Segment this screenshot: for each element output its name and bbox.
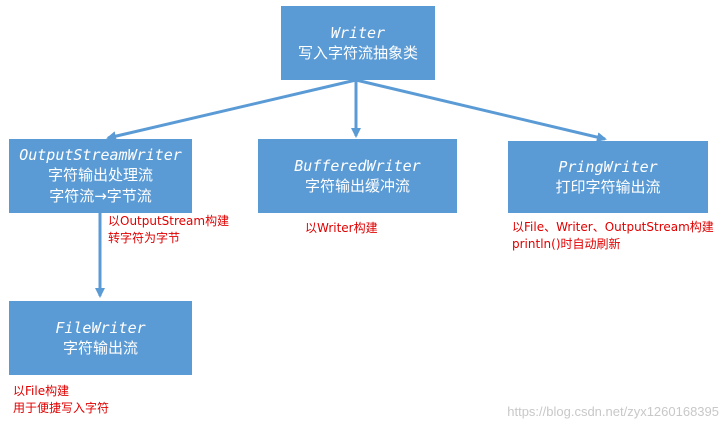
filewriter-note: 以File构建 用于便捷写入字符 [13,383,109,417]
writer-class-name: Writer [330,23,386,42]
bufferedwriter-note-line1: 以Writer构建 [305,221,378,235]
arrow-writer-to-outputstreamwriter [106,78,357,142]
outputstreamwriter-description-line1: 字符输出处理流 [47,166,153,184]
outputstreamwriter-node: OutputStreamWriter 字符输出处理流 字符流→字节流 [9,139,192,213]
filewriter-class-name: FileWriter [55,318,146,337]
watermark: https://blog.csdn.net/zyx1260168395 [507,404,719,419]
pringwriter-note: 以File、Writer、OutputStream构建 println()时自动… [512,219,714,253]
outputstreamwriter-note: 以OutputStream构建 转字符为字节 [108,213,229,247]
filewriter-node: FileWriter 字符输出流 [9,301,192,375]
pringwriter-node: PringWriter 打印字符输出流 [508,141,708,213]
filewriter-description: 字符输出流 [62,338,138,357]
pringwriter-note-line2: println()时自动刷新 [512,237,621,251]
bufferedwriter-class-name: BufferedWriter [294,156,421,175]
pringwriter-note-line1: 以File、Writer、OutputStream构建 [512,220,714,234]
outputstreamwriter-description-line2: 字符流→字节流 [49,187,152,205]
outputstreamwriter-class-name: OutputStreamWriter [19,146,182,164]
bufferedwriter-note: 以Writer构建 [305,220,378,237]
writer-node: Writer 写入字符流抽象类 [281,6,435,80]
writer-description: 写入字符流抽象类 [297,43,418,62]
bufferedwriter-description: 字符输出缓冲流 [304,176,410,195]
bufferedwriter-node: BufferedWriter 字符输出缓冲流 [258,139,457,213]
pringwriter-description: 打印字符输出流 [555,177,661,196]
outputstreamwriter-note-line1: 以OutputStream构建 [108,214,230,228]
filewriter-note-line2: 用于便捷写入字符 [13,401,110,415]
outputstreamwriter-note-line2: 转字符为字节 [108,231,181,245]
arrow-writer-to-pringwriter [355,78,607,143]
filewriter-note-line1: 以File构建 [13,384,70,398]
pringwriter-class-name: PringWriter [558,157,658,176]
